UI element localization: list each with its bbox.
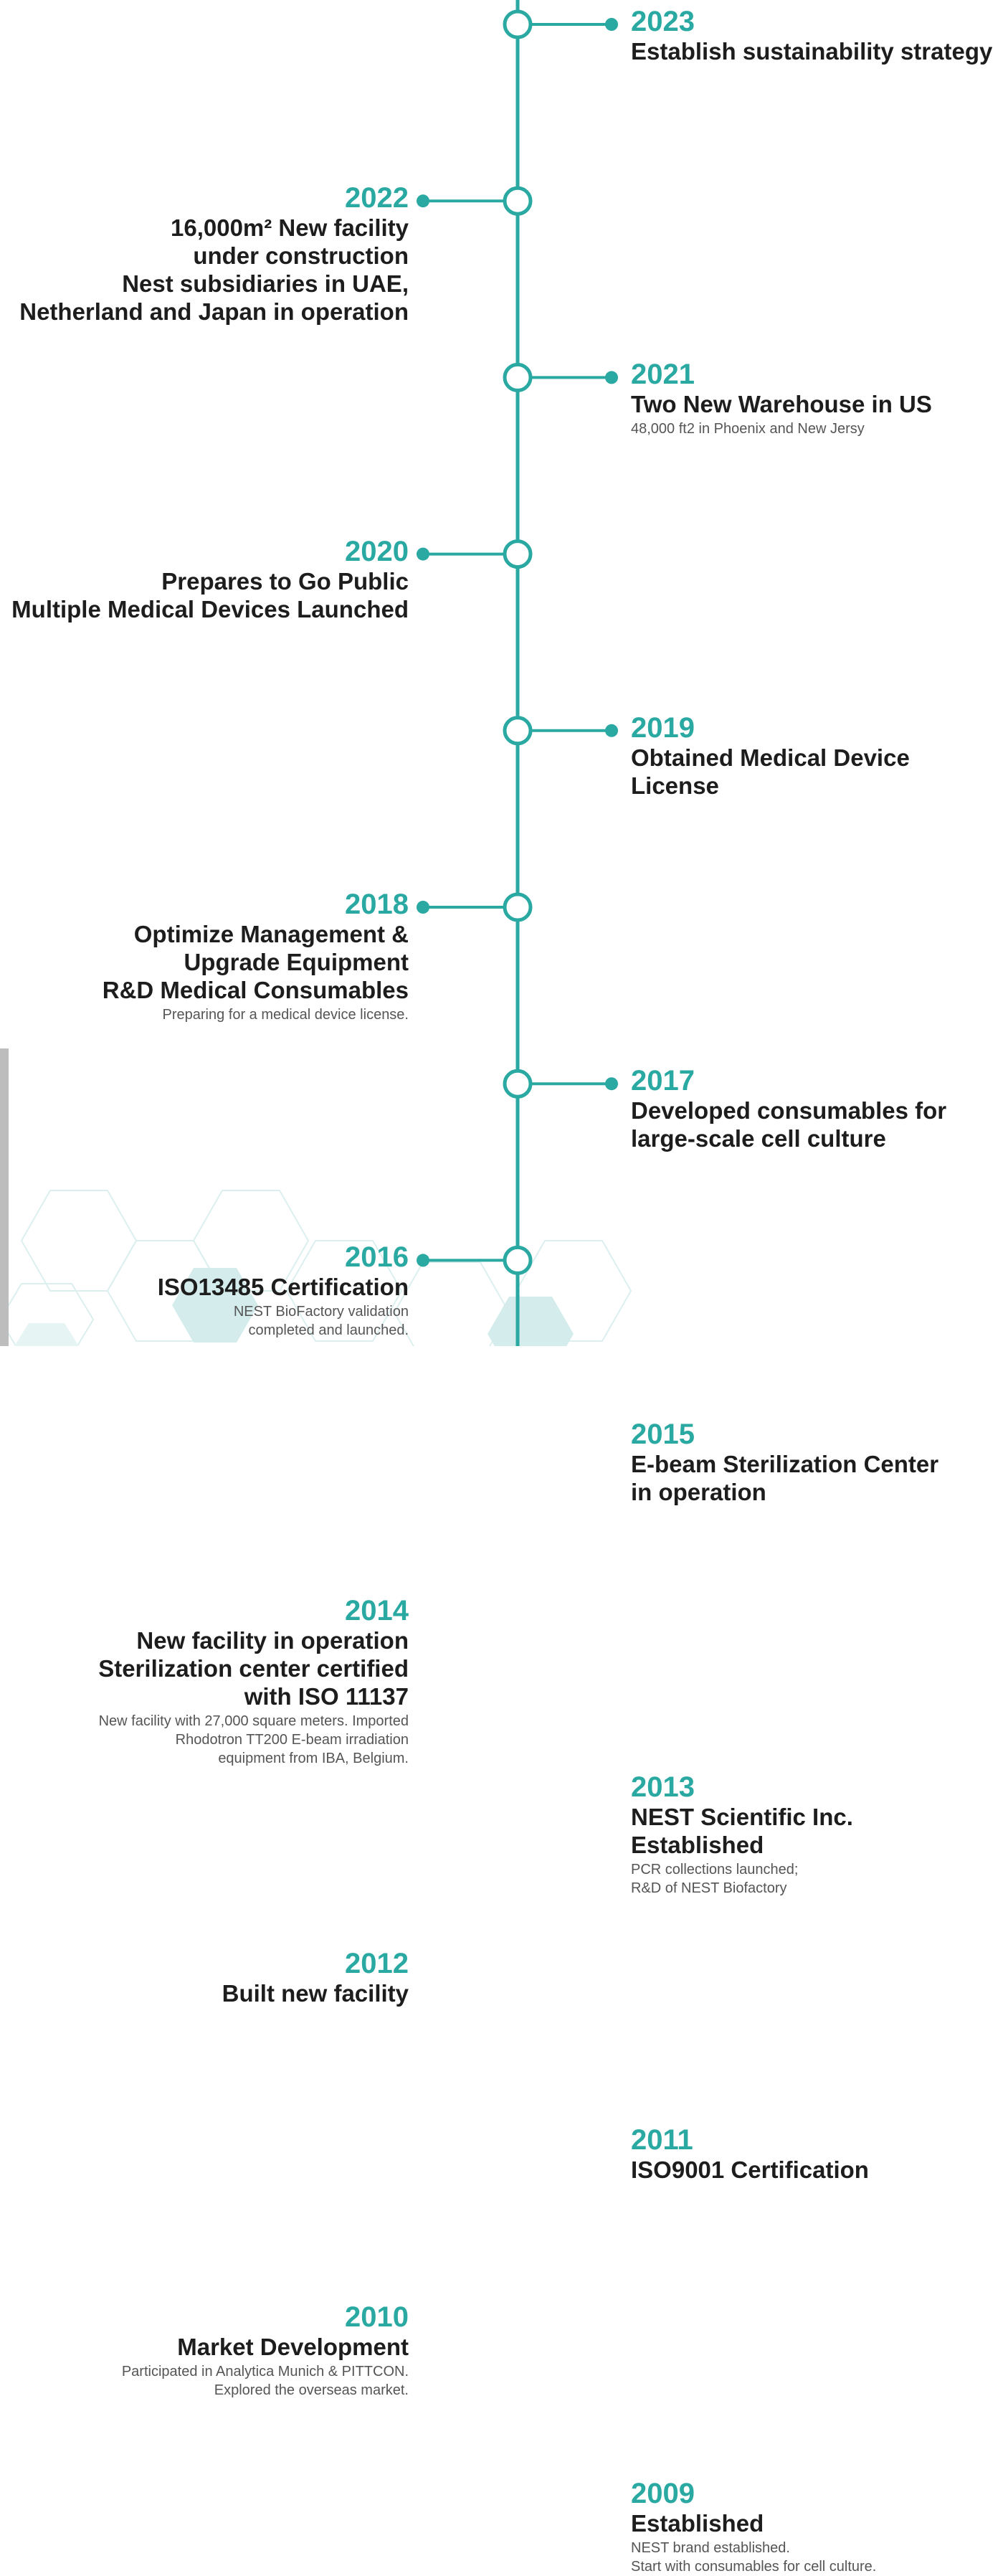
milestone-title: Established <box>631 2509 764 2537</box>
timeline-node <box>503 892 533 922</box>
connector-dot <box>605 724 618 737</box>
timeline-node <box>503 1245 533 1275</box>
milestone-year: 2016 <box>345 1241 409 1274</box>
milestone-title: E-beam Sterilization Center in operation <box>631 1450 939 1505</box>
milestone-title: Market Development <box>177 2333 409 2360</box>
milestone-year: 2020 <box>345 535 409 567</box>
milestone-year: 2023 <box>631 6 695 37</box>
milestone-year: 2013 <box>631 1771 695 1803</box>
milestone-description: Participated in Analytica Munich & PITTC… <box>121 2363 409 2398</box>
connector-dot <box>417 1254 429 1267</box>
milestone-description: New facility with 27,000 square meters. … <box>98 1713 409 1766</box>
connector-dot <box>605 371 618 384</box>
milestone-year: 2009 <box>631 2477 695 2509</box>
connector-dot <box>417 901 429 914</box>
milestone-year: 2019 <box>631 711 695 744</box>
timeline-node <box>503 362 533 392</box>
milestone-year: 2018 <box>345 889 409 920</box>
milestone-title: 16,000m² New facility under construction… <box>19 214 409 326</box>
connector-dot <box>605 18 618 31</box>
milestone-title: New facility in operation Sterilization … <box>98 1626 409 1710</box>
milestone-year: 2015 <box>631 1418 695 1450</box>
timeline-node <box>503 1069 533 1099</box>
milestone-year: 2010 <box>345 2301 409 2333</box>
milestone-title: Prepares to Go Public Multiple Medical D… <box>11 567 409 622</box>
milestone-description: NEST BioFactory validation completed and… <box>233 1304 409 1339</box>
milestone-title: ISO13485 Certification <box>157 1274 409 1301</box>
connector-dot <box>417 547 429 561</box>
hexagon-background <box>0 1190 632 1346</box>
milestone-year: 2011 <box>631 2124 693 2156</box>
milestone-title: Two New Warehouse in US <box>631 391 932 418</box>
connector-dot <box>605 1077 618 1091</box>
milestone-title: Obtained Medical Device License <box>631 744 910 799</box>
milestone-title: ISO9001 Certification <box>631 2156 869 2184</box>
side-scroll-bar <box>0 1048 9 1346</box>
milestone-year: 2022 <box>345 182 409 214</box>
milestone-description: PCR collections launched; R&D of NEST Bi… <box>631 1862 799 1896</box>
milestone-title: Developed consumables for large-scale ce… <box>631 1097 947 1152</box>
timeline-node <box>503 186 533 216</box>
timeline-node <box>503 539 533 569</box>
timeline-graphic <box>417 0 618 1346</box>
milestone-year: 2014 <box>345 1594 409 1626</box>
milestone-year: 2017 <box>631 1065 695 1097</box>
milestone-description: NEST brand established. Start with consu… <box>631 2539 877 2575</box>
milestone-title: Establish sustainability strategy <box>631 38 993 65</box>
milestone-title: Built new facility <box>222 1980 409 2007</box>
timeline-node <box>503 716 533 746</box>
milestone-description: 48,000 ft2 in Phoenix and New Jersy <box>631 421 865 437</box>
milestone-title: Optimize Management & Upgrade Equipment … <box>102 921 409 1003</box>
milestone-year: 2012 <box>345 1948 409 1980</box>
timeline-node <box>503 9 533 39</box>
milestone-year: 2021 <box>631 359 695 391</box>
connector-dot <box>417 194 429 208</box>
milestone-description: Preparing for a medical device license. <box>162 1007 409 1023</box>
milestone-title: NEST Scientific Inc. Established <box>631 1804 853 1858</box>
